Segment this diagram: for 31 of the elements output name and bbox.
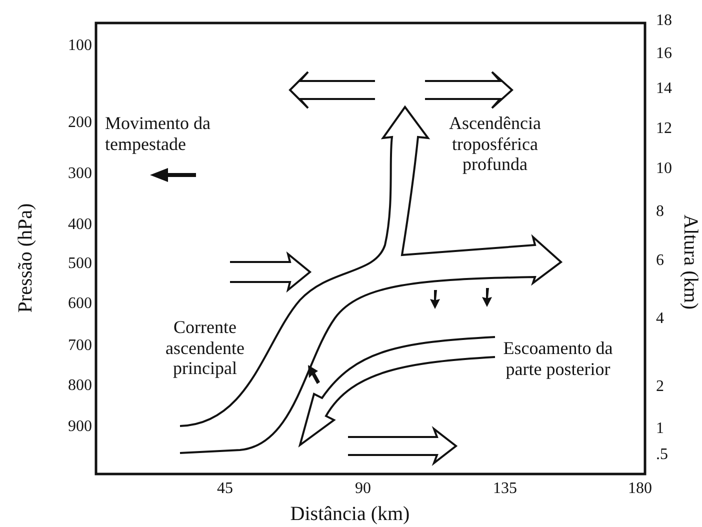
tick-label: 90 <box>355 480 371 498</box>
tick-label: 400 <box>68 216 92 234</box>
tick-label: 135 <box>493 480 517 498</box>
tick-label: 500 <box>68 255 92 274</box>
tick-label: 14 <box>656 80 672 98</box>
tick-label: .5 <box>656 446 668 464</box>
tick-label: 8 <box>656 203 664 222</box>
tick-label: 6 <box>656 252 664 270</box>
annotation-text: Corrente ascendente principal <box>164 317 246 380</box>
tick-label: 180 <box>628 480 652 498</box>
annotation-text: Escoamento da parte posterior <box>502 338 614 380</box>
tick-label: 900 <box>68 418 92 436</box>
annotation-text: Movimento da tempestade <box>105 113 212 154</box>
axis-title: Pressão (hPa) <box>14 203 38 313</box>
tick-label: 1 <box>656 420 664 438</box>
tick-label: 800 <box>68 377 92 396</box>
tick-label: 45 <box>217 480 233 498</box>
tick-label: 100 <box>68 37 92 56</box>
axis-title: Altura (km) <box>678 214 702 310</box>
tick-label: 18 <box>656 12 672 30</box>
tick-label: 700 <box>68 337 92 356</box>
tick-label: 16 <box>656 45 672 64</box>
tick-label: 300 <box>68 165 92 184</box>
tick-label: 12 <box>656 120 672 138</box>
tick-label: 4 <box>656 310 664 328</box>
axis-title: Distância (km) <box>290 503 410 526</box>
annotation-text: Ascendência troposférica profunda <box>448 113 542 176</box>
tick-label: 200 <box>68 114 92 132</box>
tick-label: 2 <box>656 378 664 396</box>
tick-label: 600 <box>68 295 92 314</box>
tick-label: 10 <box>656 160 672 178</box>
